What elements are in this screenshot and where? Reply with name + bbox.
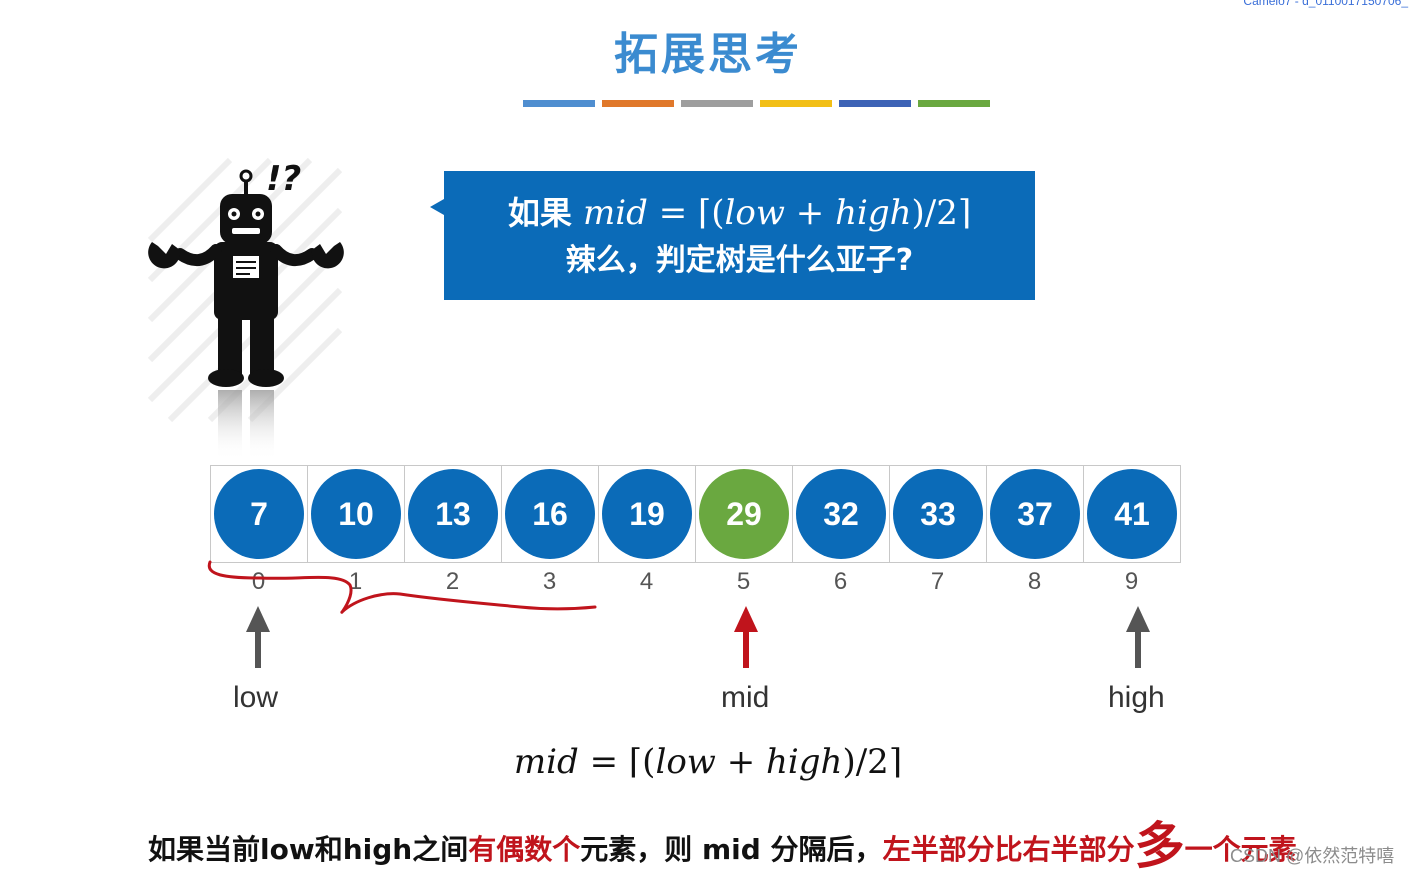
array-row: 7 10 13 16 19 29 32 33 37 41: [210, 465, 1181, 563]
array-value-mid: 29: [699, 469, 789, 559]
array-cell: 29: [695, 465, 793, 563]
speech-subquestion: 辣么，判定树是什么亚子?: [565, 243, 914, 278]
formula-var-low: low: [655, 742, 716, 782]
array-index: 6: [833, 568, 848, 595]
speech-var-high: high: [835, 193, 912, 233]
array-cell: 13: [404, 465, 502, 563]
array-value: 41: [1087, 469, 1177, 559]
array-index: 4: [639, 568, 654, 595]
array-value: 10: [311, 469, 401, 559]
mid-formula: mid = ⌈(low + high)/2⌉: [0, 742, 1416, 782]
robot-exclaim: !?: [266, 159, 301, 199]
formula-end: )/2⌉: [842, 742, 903, 782]
formula-plus: +: [715, 742, 767, 782]
speech-eq: = ⌈(: [647, 193, 725, 233]
speech-var-mid: mid: [583, 193, 648, 233]
red-annotation-stroke: [207, 560, 597, 614]
array-cell: 10: [307, 465, 405, 563]
array-value: 19: [602, 469, 692, 559]
formula-eq: = ⌈(: [578, 742, 656, 782]
formula-var-mid: mid: [513, 742, 579, 782]
conclusion-part6: 一个元素: [1184, 833, 1297, 866]
color-bar-strip: [523, 100, 990, 107]
array-cell: 41: [1083, 465, 1181, 563]
high-pointer-label: high: [1108, 681, 1165, 714]
conclusion-emphasis: 多: [1134, 817, 1185, 875]
conclusion-text: 如果当前low和high之间有偶数个元素，则 mid 分隔后，左半部分比右半部分…: [148, 806, 1297, 878]
high-arrow: [1126, 606, 1150, 668]
array-index: 7: [930, 568, 945, 595]
array-cell: 16: [501, 465, 599, 563]
index-row: 0 1 2 3 4 5 6 7 8 9: [210, 568, 1180, 596]
array-index: 0: [251, 568, 266, 595]
conclusion-part1: 如果当前low和high之间: [148, 833, 469, 866]
array-cell: 19: [598, 465, 696, 563]
conclusion-part3: 元素，则 mid 分隔后，: [580, 833, 883, 866]
speech-prefix: 如果: [507, 194, 583, 232]
color-bar: [523, 100, 595, 107]
array-index: 8: [1027, 568, 1042, 595]
color-bar: [760, 100, 832, 107]
array-cell: 33: [889, 465, 987, 563]
color-bar: [918, 100, 990, 107]
color-bar: [839, 100, 911, 107]
mid-pointer-label: mid: [721, 681, 770, 714]
array-index: 9: [1124, 568, 1139, 595]
speech-end: )/2⌉: [911, 193, 972, 233]
array-cell: 7: [210, 465, 308, 563]
color-bar: [681, 100, 753, 107]
array-value: 16: [505, 469, 595, 559]
array-index: 5: [736, 568, 751, 595]
formula-var-high: high: [766, 742, 843, 782]
speech-var-low: low: [724, 193, 785, 233]
conclusion-part2: 有偶数个: [468, 833, 581, 866]
page-title: 拓展思考: [614, 29, 802, 80]
array-value: 37: [990, 469, 1080, 559]
array-value: 32: [796, 469, 886, 559]
array-index: 3: [542, 568, 557, 595]
speech-bubble: 如果 mid = ⌈(low + high)/2⌉ 辣么，判定树是什么亚子?: [430, 171, 1035, 300]
array-value: 13: [408, 469, 498, 559]
low-arrow: [246, 606, 270, 668]
color-bar: [602, 100, 674, 107]
watermark: CSDN @依然范特嘻: [1230, 846, 1395, 866]
array-cell: 37: [986, 465, 1084, 563]
robot-illustration: !?: [147, 157, 344, 460]
array-index: 2: [445, 568, 460, 595]
corner-caption: Camelo7 - d_0110017150706_: [1243, 0, 1408, 8]
array-value: 33: [893, 469, 983, 559]
conclusion-part4: 左半部分比右半部分: [882, 833, 1135, 866]
speech-question: 如果 mid = ⌈(low + high)/2⌉: [444, 191, 1035, 235]
low-pointer-label: low: [233, 681, 279, 714]
mid-arrow: [734, 606, 758, 668]
speech-plus: +: [784, 193, 836, 233]
array-value: 7: [214, 469, 304, 559]
